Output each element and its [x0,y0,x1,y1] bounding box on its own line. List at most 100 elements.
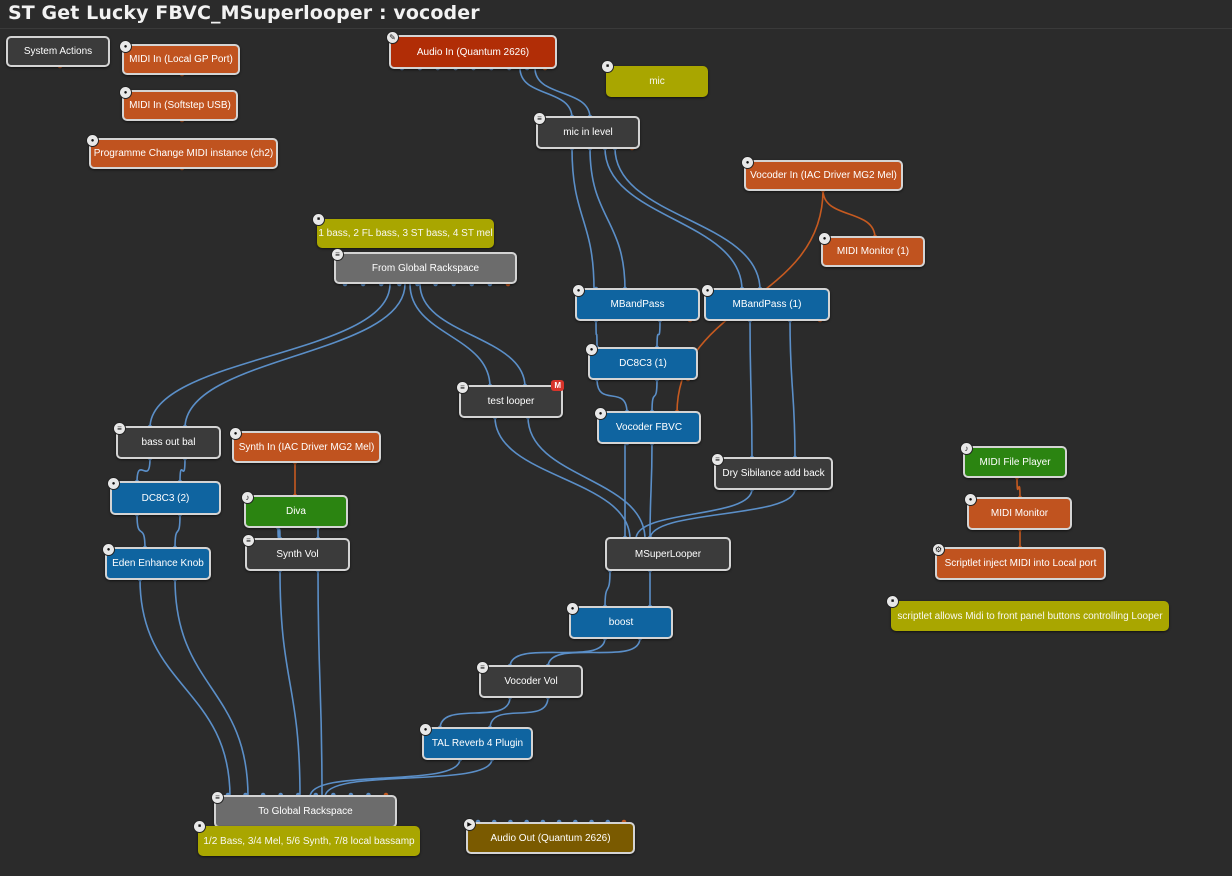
audio-wire [547,637,641,668]
test-looper-block[interactable]: test looper M [456,380,564,418]
dry-sibilance-add-back-block[interactable]: Dry Sibilance add back [711,453,833,490]
audio-wire [409,283,491,388]
audio-wire [649,442,653,540]
synth-in-iac-driver-block[interactable]: Synth In (IAC Driver MG2 Mel) [229,427,381,463]
audio-wire [571,147,595,291]
to-global-rackspace-block[interactable]: To Global Rackspace [211,791,397,828]
doc-icon [886,595,899,608]
midi-monitor-1-block[interactable]: MIDI Monitor (1) [818,232,925,267]
mbandpass-block[interactable]: MBandPass [572,284,700,321]
block-label: MIDI In (Local GP Port) [129,54,233,65]
bass-channels-comment-block[interactable]: 1 bass, 2 FL bass, 3 ST bass, 4 ST mel [312,213,494,248]
midi-wire [1016,476,1021,500]
block-label: boost [608,617,634,628]
eden-enhance-knob-block[interactable]: Eden Enhance Knob [102,543,211,580]
audio-wire [136,457,151,484]
audio-wire [656,319,661,350]
block-label: 1/2 Bass, 3/4 Mel, 5/6 Synth, 7/8 local … [203,835,415,847]
diva-block[interactable]: Diva [241,491,348,528]
plug-icon [419,723,432,736]
midi-in-local-gp-port-block[interactable]: MIDI In (Local GP Port) [119,40,240,75]
block-label: Vocoder FBVC [615,422,683,433]
block-label: MBandPass [610,299,665,310]
bass-out-bal-block[interactable]: bass out bal [113,422,221,459]
scriptlet-inject-midi-block[interactable]: Scriptlet inject MIDI into Local port [932,543,1106,580]
audio-wire [489,696,549,730]
slider-icon [331,248,344,261]
block-label: Scriptlet inject MIDI into Local port [944,558,1097,569]
block-label: From Global Rackspace [371,262,480,274]
block-label: Vocoder In (IAC Driver MG2 Mel) [750,170,897,181]
vocoder-in-iac-driver-block[interactable]: Vocoder In (IAC Driver MG2 Mel) [741,156,903,191]
scriptlet-comment-block[interactable]: scriptlet allows Midi to front panel but… [886,595,1169,631]
midi-in-softstep-usb-block[interactable]: MIDI In (Softstep USB) [119,86,238,121]
vocoder-vol-block[interactable]: Vocoder Vol [476,661,583,698]
midi-badge: M [551,380,564,391]
block-label: DC8C3 (1) [619,358,667,369]
audio-wire [509,637,606,668]
plug-icon [119,86,132,99]
block-label: 1 bass, 2 FL bass, 3 ST bass, 4 ST mel [318,228,493,239]
block-label: Dry Sibilance add back [722,468,825,479]
gear-icon [932,543,945,556]
audio-out-quantum-block[interactable]: Audio Out (Quantum 2626) [463,818,635,854]
plug-icon [86,134,99,147]
audio-wire [749,319,753,460]
block-label: Eden Enhance Knob [112,558,204,569]
audio-wire [419,283,526,388]
audio-wire [614,147,761,291]
slider-icon [476,661,489,674]
audio-wire [136,513,146,550]
mic-comment-block[interactable]: mic [601,60,708,97]
plug-icon [119,40,132,53]
synth-vol-block[interactable]: Synth Vol [242,534,350,571]
tuning-fork-icon [960,442,973,455]
dc8c3-1-block[interactable]: DC8C3 (1) [585,343,698,380]
audio-wire [139,578,231,798]
audio-wire [174,513,181,550]
audio-wire [317,569,323,798]
title-divider [0,28,1232,29]
midi-wire [822,189,876,239]
audio-wire [324,758,493,798]
system-actions-block[interactable]: System Actions [6,36,110,67]
block-label: MSuperLooper [634,548,702,560]
doc-icon [601,60,614,73]
plug-icon [229,427,242,440]
midi-file-player-block[interactable]: MIDI File Player [960,442,1067,478]
audio-wire [534,67,591,119]
dc8c3-2-block[interactable]: DC8C3 (2) [107,477,221,515]
plug-icon [572,284,585,297]
audio-wire [589,147,626,291]
block-label: Programme Change MIDI instance (ch2) [93,148,274,159]
block-label: Diva [285,506,306,517]
block-label: To Global Rackspace [258,806,353,817]
programme-change-midi-instance-block[interactable]: Programme Change MIDI instance (ch2) [86,134,278,169]
block-label: bass out bal [141,437,196,448]
audio-wire [604,569,611,609]
block-label: MIDI File Player [979,456,1051,468]
block-label: mic in level [563,127,613,138]
audio-wire [179,457,186,484]
mic-in-level-block[interactable]: mic in level [533,112,640,149]
midi-monitor-block[interactable]: MIDI Monitor [964,493,1072,530]
block-label: Audio Out (Quantum 2626) [490,832,611,844]
audio-wire [174,578,249,798]
page-title: ST Get Lucky FBVC_MSuperlooper : vocoder [8,2,480,24]
audio-in-quantum-block[interactable]: Audio In (Quantum 2626) [386,31,557,69]
doc-icon [312,213,325,226]
msuperlooper-block[interactable]: MSuperLooper [605,537,731,571]
doc-icon [193,820,206,833]
output-channels-comment-block[interactable]: 1/2 Bass, 3/4 Mel, 5/6 Synth, 7/8 local … [193,820,420,856]
plug-icon [102,543,115,556]
audio-wire [604,147,743,291]
vocoder-fbvc-block[interactable]: Vocoder FBVC [594,407,701,444]
block-label: mic [649,76,665,87]
mbandpass-1-block[interactable]: MBandPass (1) [701,284,830,321]
from-global-rackspace-block[interactable]: From Global Rackspace [331,248,517,284]
audio-wire [439,696,511,730]
block-label: MBandPass (1) [732,299,802,310]
block-label: MIDI Monitor (1) [836,246,910,257]
boost-block[interactable]: boost [566,602,673,639]
tal-reverb-4-plugin-block[interactable]: TAL Reverb 4 Plugin [419,723,533,760]
